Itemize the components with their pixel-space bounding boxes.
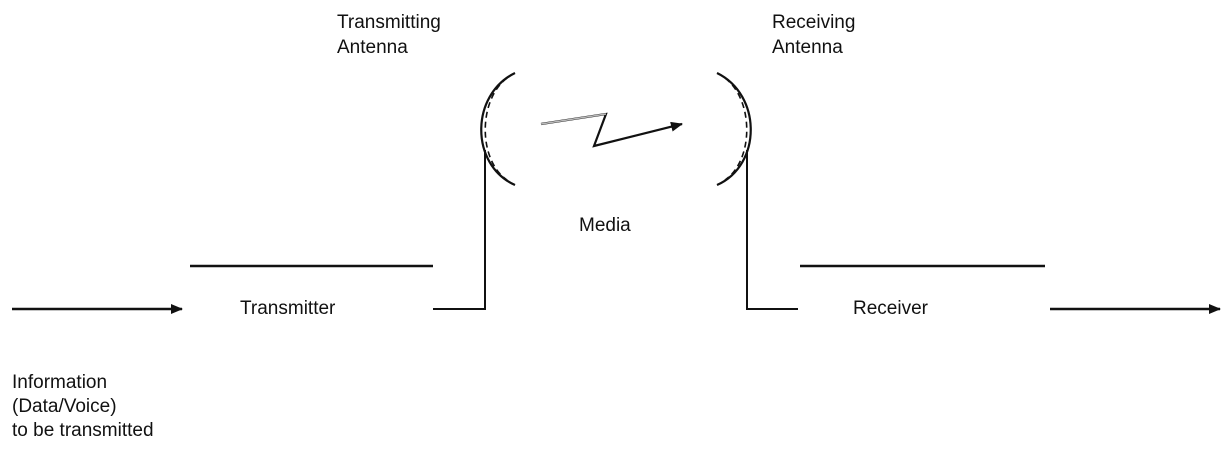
receiving-antenna-icon xyxy=(716,72,752,187)
receiver-feed-line xyxy=(746,150,798,310)
transmitter-feed-line xyxy=(433,150,486,310)
transmitter-label: Transmitter xyxy=(240,298,336,319)
transmitting-antenna-label: Transmitting Antenna xyxy=(337,12,441,58)
signal-wave-icon xyxy=(540,112,683,148)
receiving-antenna-label: Receiving Antenna xyxy=(772,12,856,58)
information-label: Information (Data/Voice) to be transmitt… xyxy=(12,372,154,441)
media-label: Media xyxy=(579,215,631,236)
receiver-label: Receiver xyxy=(853,298,928,319)
transmitting-antenna-icon xyxy=(480,72,516,187)
